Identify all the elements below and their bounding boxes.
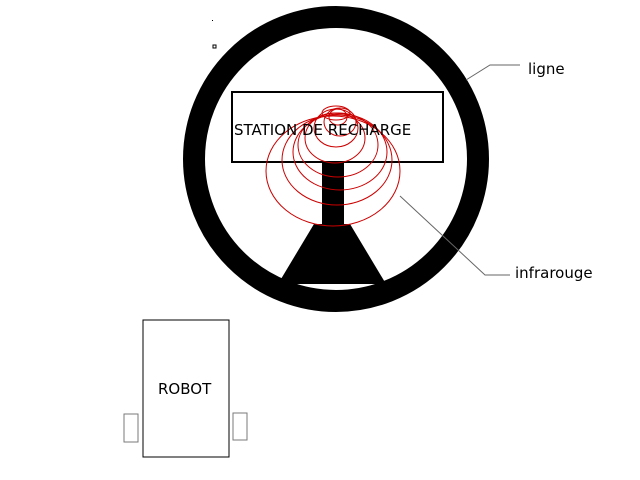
leader-line-ligne bbox=[465, 64, 520, 81]
stray-dot bbox=[212, 44, 217, 49]
robot-body bbox=[142, 319, 230, 458]
station-label: STATION DE RECHARGE bbox=[234, 121, 412, 139]
robot-label: ROBOT bbox=[158, 380, 212, 398]
leader-line-infrarouge bbox=[399, 195, 510, 276]
stray-dot bbox=[212, 20, 213, 21]
ir-ellipse bbox=[292, 113, 388, 191]
robot-right-wheel bbox=[232, 412, 248, 441]
infrared-emission bbox=[265, 105, 401, 227]
ir-ellipse bbox=[323, 107, 357, 137]
ir-ellipse bbox=[281, 114, 393, 206]
ir-ellipse bbox=[304, 112, 366, 164]
infrared-label: infrarouge bbox=[515, 264, 593, 282]
robot-left-wheel bbox=[123, 413, 139, 443]
line-ring bbox=[183, 6, 489, 312]
line-label: ligne bbox=[528, 60, 565, 78]
station-box bbox=[231, 91, 444, 163]
ir-ellipse bbox=[265, 115, 401, 227]
ir-ellipse bbox=[321, 105, 351, 121]
station-base bbox=[278, 224, 386, 284]
station-stem bbox=[322, 160, 344, 226]
